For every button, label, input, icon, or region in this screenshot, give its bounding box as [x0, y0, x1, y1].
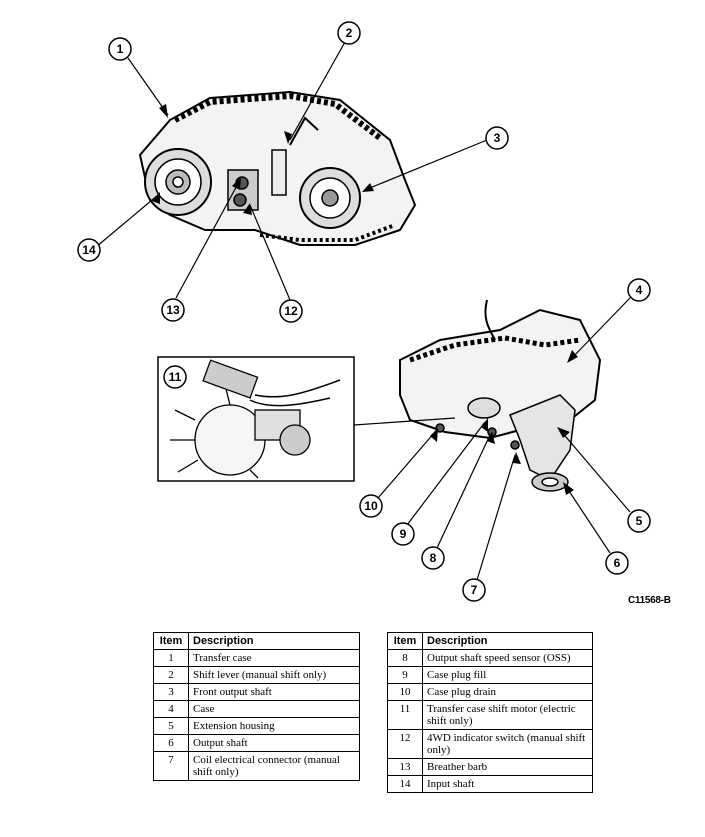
- row-item: 12: [387, 729, 423, 759]
- row-description: Shift lever (manual shift only): [188, 666, 360, 684]
- svg-text:8: 8: [430, 551, 437, 565]
- callout-6: 6: [605, 551, 629, 575]
- svg-text:6: 6: [614, 556, 621, 570]
- callout-8: 8: [421, 546, 445, 570]
- callout-11: 11: [163, 365, 187, 389]
- callouts: 1 2 3 4 5 6 7 8 9 10 11 12 13 14: [77, 21, 651, 602]
- svg-text:4: 4: [636, 283, 643, 297]
- svg-text:11: 11: [169, 370, 182, 384]
- svg-text:10: 10: [364, 499, 378, 513]
- row-item: 9: [387, 666, 423, 684]
- svg-text:5: 5: [636, 514, 643, 528]
- row-item: 8: [387, 649, 423, 667]
- row-item: 14: [387, 775, 423, 793]
- svg-text:13: 13: [166, 303, 180, 317]
- row-item: 7: [153, 751, 189, 781]
- header-description: Description: [188, 632, 360, 650]
- row-description: Front output shaft: [188, 683, 360, 701]
- callout-2: 2: [337, 21, 361, 45]
- svg-text:2: 2: [346, 26, 353, 40]
- callout-10: 10: [359, 494, 383, 518]
- row-description: Coil electrical connector (manual shift …: [188, 751, 360, 781]
- callout-13: 13: [161, 298, 185, 322]
- row-item: 5: [153, 717, 189, 735]
- header-item: Item: [387, 632, 423, 650]
- header-item: Item: [153, 632, 189, 650]
- legend-header-row: Item Description: [153, 632, 360, 650]
- row-item: 2: [153, 666, 189, 684]
- row-item: 1: [153, 649, 189, 667]
- svg-text:1: 1: [117, 42, 124, 56]
- svg-text:14: 14: [82, 243, 96, 257]
- row-description: Breather barb: [422, 758, 593, 776]
- row-item: 13: [387, 758, 423, 776]
- shift-motor-inset: [157, 356, 355, 482]
- row-description: Input shaft: [422, 775, 593, 793]
- row-description: Output shaft speed sensor (OSS): [422, 649, 593, 667]
- row-description: Transfer case shift motor (electric shif…: [422, 700, 593, 730]
- figure-id: C11568-B: [628, 595, 671, 606]
- transfer-case-diagram: 1 2 3 4 5 6 7 8 9 10 11 12 13 14: [77, 21, 651, 602]
- row-item: 10: [387, 683, 423, 701]
- callout-3: 3: [485, 126, 509, 150]
- callout-9: 9: [391, 522, 415, 546]
- callout-14: 14: [77, 238, 101, 262]
- callout-5: 5: [627, 509, 651, 533]
- row-description: Extension housing: [188, 717, 360, 735]
- row-item: 6: [153, 734, 189, 752]
- legend-header-row: Item Description: [387, 632, 593, 650]
- svg-text:3: 3: [494, 131, 501, 145]
- row-description: Case: [188, 700, 360, 718]
- row-description: 4WD indicator switch (manual shift only): [422, 729, 593, 759]
- row-description: Case plug drain: [422, 683, 593, 701]
- row-item: 3: [153, 683, 189, 701]
- transfer-case-rear-view: [399, 299, 602, 492]
- callout-7: 7: [462, 578, 486, 602]
- leader-lines: [95, 41, 631, 581]
- callout-1: 1: [108, 37, 132, 61]
- svg-text:9: 9: [400, 527, 407, 541]
- callout-12: 12: [279, 299, 303, 323]
- row-description: Output shaft: [188, 734, 360, 752]
- header-description: Description: [422, 632, 593, 650]
- row-item: 4: [153, 700, 189, 718]
- svg-text:12: 12: [284, 304, 298, 318]
- row-description: Transfer case: [188, 649, 360, 667]
- row-item: 11: [387, 700, 423, 730]
- callout-4: 4: [627, 278, 651, 302]
- svg-text:7: 7: [471, 583, 478, 597]
- row-description: Case plug fill: [422, 666, 593, 684]
- arrowheads: [152, 104, 578, 495]
- transfer-case-front-view: [138, 90, 417, 246]
